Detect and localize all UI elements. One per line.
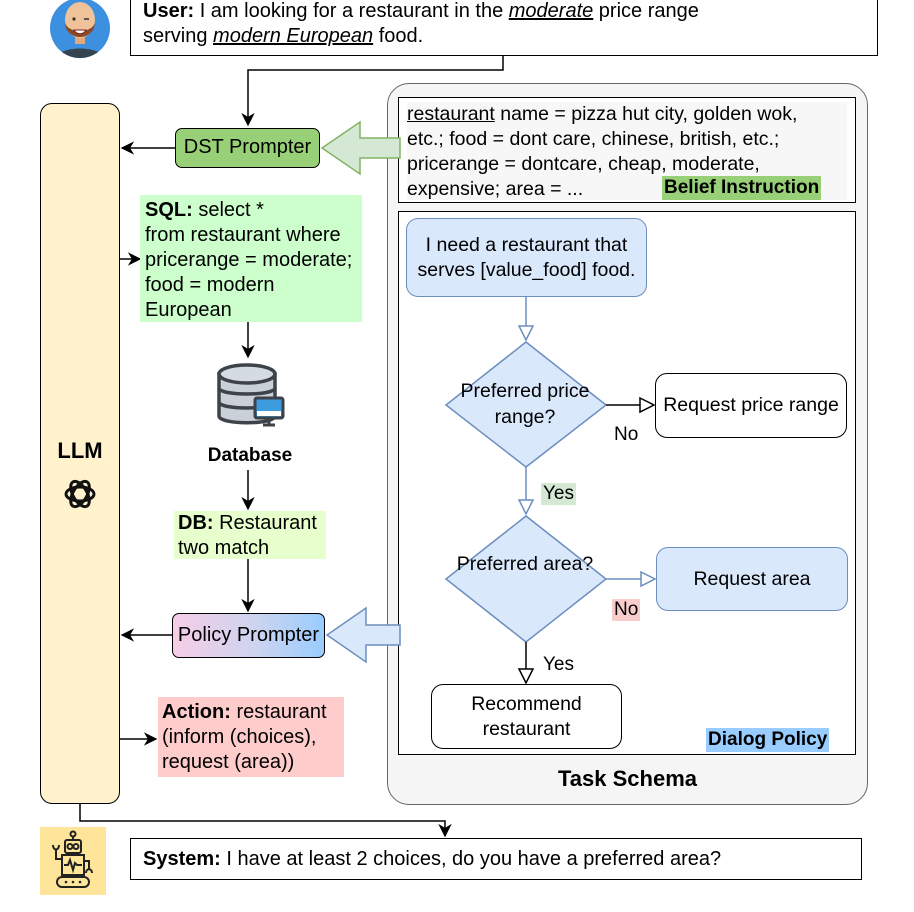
edge-label-no: No [614,424,639,445]
flow-arrowhead [517,668,535,685]
dst-prompter-node: DST Prompter [175,128,320,168]
belief-instruction-text: restaurant name = pizza hut city, golden… [407,102,847,200]
task-schema-title: Task Schema [557,766,697,791]
arrow-user-to-dst [241,56,504,127]
decision-area-label: Preferred area? [456,553,594,575]
flow-arrowhead [517,499,535,516]
belief-domain: restaurant [407,103,495,125]
dialog-policy-tag: Dialog Policy [706,728,830,752]
flow-arrowhead [517,325,535,342]
belief-to-dst-arrow [320,120,401,176]
slot-food: modern European [213,25,374,47]
user-avatar-icon [50,0,110,58]
system-message-box: System: I have at least 2 choices, do yo… [130,838,862,880]
policy-prompter-node: Policy Prompter [172,613,325,658]
db-result-note: DB: Restaurant two match [174,511,326,559]
action-note: Action: restaurant (inform (choices), re… [158,697,344,777]
llm-block [40,103,120,804]
dialog-policy-box [398,211,856,755]
request-price-range-node: Request price range [655,373,847,438]
database-label: Database [207,445,293,466]
edge-label-no: No [612,599,641,621]
flow-arrowhead [639,396,656,414]
request-area-node: Request area [656,547,848,611]
robot-icon [40,827,106,895]
flow-start-node: I need a restaurant that serves [value_f… [406,218,647,297]
llm-label: LLM [57,438,103,463]
recommend-restaurant-node: Recommend restaurant [431,684,622,749]
edge-label-yes: Yes [543,654,574,675]
user-speaker-label: User: [143,0,195,22]
slot-price-range: moderate [508,0,594,22]
decision-price-range-label: Preferred price range? [460,380,590,428]
user-message-box: User: I am looking for a restaurant in t… [130,0,878,56]
system-speaker-label: System: [143,848,221,870]
arrow-llm-to-system [79,804,452,838]
openai-logo-icon [64,479,96,509]
policy-to-prompter-arrow [325,606,401,664]
sql-query-note: SQL: select * from restaurant where pric… [140,195,362,322]
flow-arrowhead [640,570,657,588]
belief-instruction-tag: Belief Instruction [662,176,822,200]
database-icon [217,363,285,427]
edge-label-yes: Yes [541,483,576,505]
